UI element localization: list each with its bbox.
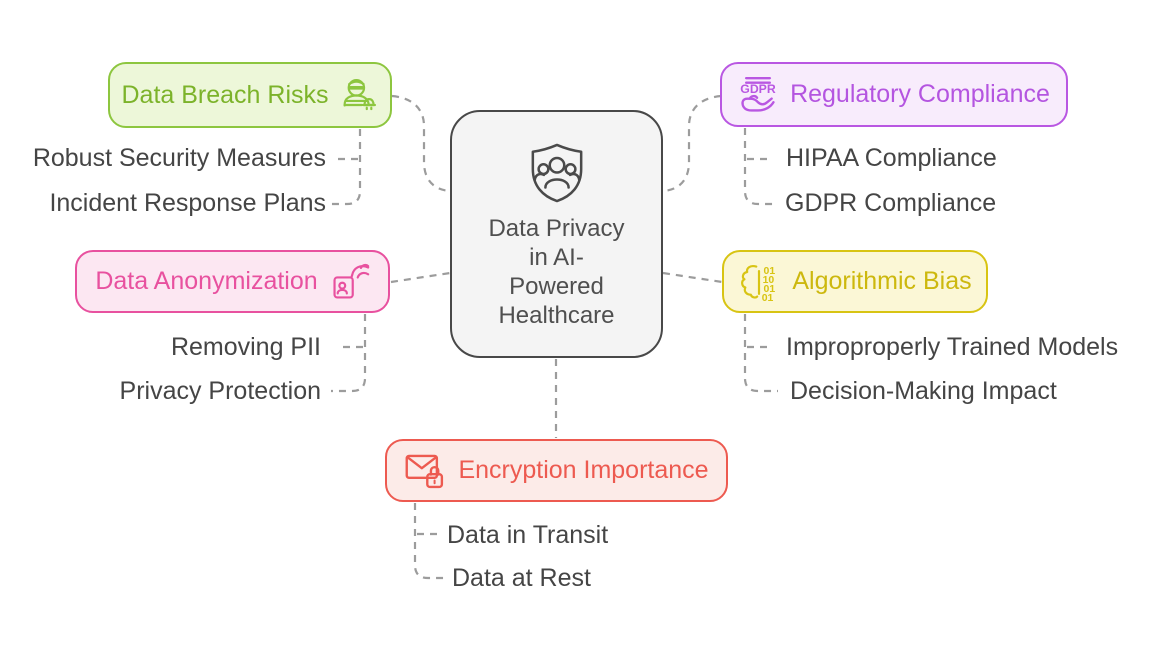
center-title-line: Data Privacy	[488, 215, 625, 242]
center-title-line: in AI-	[529, 244, 584, 271]
burglar-alert-icon	[343, 78, 376, 110]
gdpr-icon-label: GDPR	[740, 82, 776, 96]
binary-row: 01	[762, 293, 774, 302]
child-data-in-transit[interactable]: Data in Transit	[447, 521, 609, 549]
connector-bias-children	[743, 314, 778, 393]
binary-row: 10	[763, 274, 775, 285]
child-improperly-trained-models[interactable]: Improproperly Trained Models	[786, 333, 1119, 361]
hand-id-card-icon	[333, 263, 369, 299]
center-title-line: Healthcare	[498, 302, 615, 329]
branch-label: Encryption Importance	[458, 456, 709, 484]
child-hipaa-compliance[interactable]: HIPAA Compliance	[786, 144, 997, 172]
child-privacy-protection[interactable]: Privacy Protection	[119, 377, 321, 405]
envelope-lock-icon	[405, 454, 444, 489]
branch-label: Algorithmic Bias	[792, 267, 972, 295]
brain-binary-icon: 01 10 01 01	[741, 264, 776, 302]
binary-row: 01	[764, 284, 776, 295]
connector-anonymization-children	[331, 314, 367, 393]
connector-encryption-children	[413, 503, 448, 580]
connector-center-to-algorithmic-bias	[662, 271, 723, 284]
child-gdpr-compliance[interactable]: GDPR Compliance	[785, 189, 997, 217]
gdpr-hand-icon: GDPR	[740, 76, 776, 112]
connector-center-to-regulatory-compliance	[662, 94, 722, 193]
connector-center-to-data-anonymization	[390, 271, 451, 284]
connector-data-breach-children	[327, 129, 362, 206]
center-node-title: Data Privacy in AI- Powered Healthcare	[488, 214, 624, 330]
child-data-at-rest[interactable]: Data at Rest	[452, 564, 591, 592]
branch-label: Data Anonymization	[95, 267, 318, 295]
child-removing-pii[interactable]: Removing PII	[170, 333, 321, 361]
branch-regulatory-compliance[interactable]: GDPR Regulatory Compliance	[720, 62, 1068, 127]
branch-label: Regulatory Compliance	[790, 80, 1050, 108]
binary-row: 01	[764, 265, 776, 276]
center-node[interactable]: Data Privacy in AI- Powered Healthcare	[450, 110, 663, 358]
child-incident-response-plans[interactable]: Incident Response Plans	[49, 189, 326, 217]
branch-data-breach-risks[interactable]: Data Breach Risks	[108, 62, 392, 128]
branch-encryption-importance[interactable]: Encryption Importance	[385, 439, 728, 502]
branch-data-anonymization[interactable]: Data Anonymization	[75, 250, 390, 313]
shield-group-icon	[531, 143, 582, 203]
center-title-line: Powered	[509, 273, 604, 300]
branch-label: Data Breach Risks	[121, 80, 329, 109]
child-decision-making-impact[interactable]: Decision-Making Impact	[790, 377, 1057, 405]
child-robust-security-measures[interactable]: Robust Security Measures	[32, 144, 326, 172]
branch-algorithmic-bias[interactable]: 01 10 01 01 Algorithmic Bias	[722, 250, 988, 313]
connector-regulatory-children	[743, 128, 778, 206]
connector-center-to-data-breach-risks	[391, 94, 451, 193]
